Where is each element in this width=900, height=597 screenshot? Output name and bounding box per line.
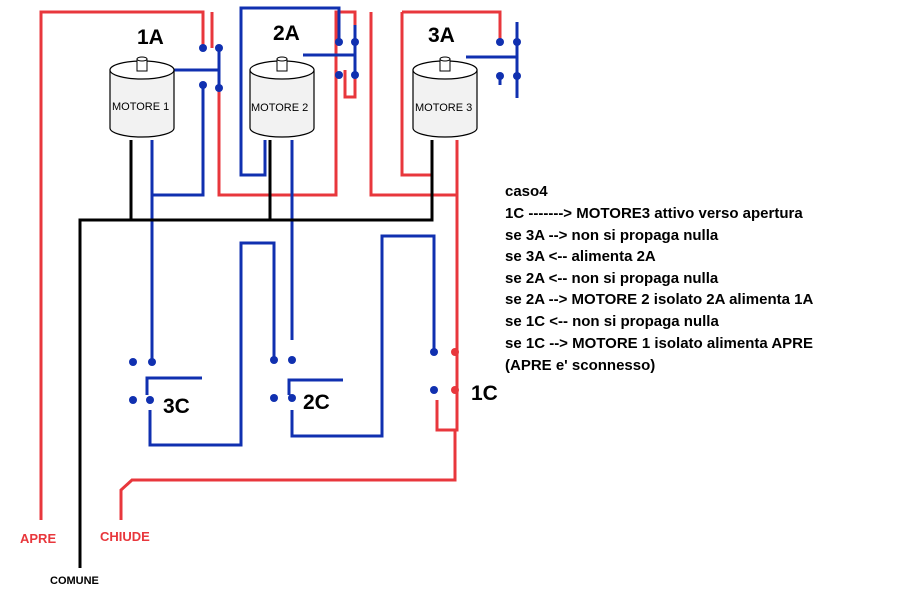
motor-2: MOTORE 2 (249, 56, 315, 138)
wire-blue-3c-loop (148, 241, 276, 447)
contact-dot (146, 396, 154, 404)
contact-dot (513, 72, 521, 80)
relay-3a-label: 3A (428, 24, 455, 47)
note-line: 1C -------> MOTORE3 attivo verso apertur… (505, 205, 803, 222)
apre-label: APRE (20, 531, 56, 546)
wire-red-3a (402, 10, 502, 40)
black-wires (78, 140, 434, 568)
wire-blue-m2-loop (239, 6, 341, 177)
contact-dot (215, 84, 223, 92)
note-line: se 1C <-- non si propaga nulla (505, 313, 719, 330)
contact-dot (129, 358, 137, 366)
contact-dot (148, 358, 156, 366)
contact-dot (270, 356, 278, 364)
contact-dot (288, 394, 296, 402)
red-wires (39, 10, 502, 520)
contact-dot (351, 38, 359, 46)
contact-dot (129, 396, 137, 404)
wire-chiude (119, 430, 457, 520)
note-line: se 3A --> non si propaga nulla (505, 227, 719, 244)
contact-dot (199, 81, 207, 89)
note-line: caso4 (505, 183, 548, 200)
wire-apre (39, 10, 205, 520)
contact-dot (451, 386, 459, 394)
relay-3c-label: 3C (163, 395, 190, 418)
chiude-label: CHIUDE (100, 529, 150, 544)
note-line: se 1C --> MOTORE 1 isolato alimenta APRE (505, 335, 813, 352)
wire-blue-2c-loop (290, 234, 436, 438)
contact-dots (129, 38, 521, 404)
relay-1c-label: 1C (471, 382, 498, 405)
contact-dot (496, 38, 504, 46)
contact-dot (430, 386, 438, 394)
motor-1: MOTORE 1 (109, 56, 175, 138)
note-line: (APRE e' sconnesso) (505, 357, 655, 374)
contact-dot (215, 44, 223, 52)
contact-dot (430, 348, 438, 356)
contact-dot (351, 71, 359, 79)
wire-red-2a-lower (343, 70, 357, 99)
comune-label: COMUNE (50, 575, 99, 587)
contact-dot (199, 44, 207, 52)
contact-dot (451, 348, 459, 356)
motor-3-label: MOTORE 3 (415, 102, 472, 114)
contact-dot (270, 394, 278, 402)
case-notes: caso4 1C -------> MOTORE3 attivo verso a… (505, 183, 813, 374)
wire-blue-2c-arm (287, 378, 343, 395)
wire-blue-m1 (150, 88, 205, 197)
relay-1a-label: 1A (137, 26, 164, 49)
wire-red-bus-2 (369, 12, 459, 197)
wire-red-bus-1 (217, 10, 357, 197)
wire-blue-3c-arm (145, 376, 202, 395)
note-line: se 3A <-- alimenta 2A (505, 248, 656, 265)
relay-2a-label: 2A (273, 22, 300, 45)
contact-dot (496, 72, 504, 80)
note-line: se 2A --> MOTORE 2 isolato 2A alimenta 1… (505, 291, 813, 308)
contact-dot (513, 38, 521, 46)
note-line: se 2A <-- non si propaga nulla (505, 270, 719, 287)
relay-2c-label: 2C (303, 391, 330, 414)
contact-dot (288, 356, 296, 364)
contact-dot (335, 38, 343, 46)
motor-2-label: MOTORE 2 (251, 102, 308, 114)
contact-dot (335, 71, 343, 79)
wire-comune (78, 140, 434, 568)
motor-1-label: MOTORE 1 (112, 101, 169, 113)
motor-3: MOTORE 3 (412, 56, 478, 138)
